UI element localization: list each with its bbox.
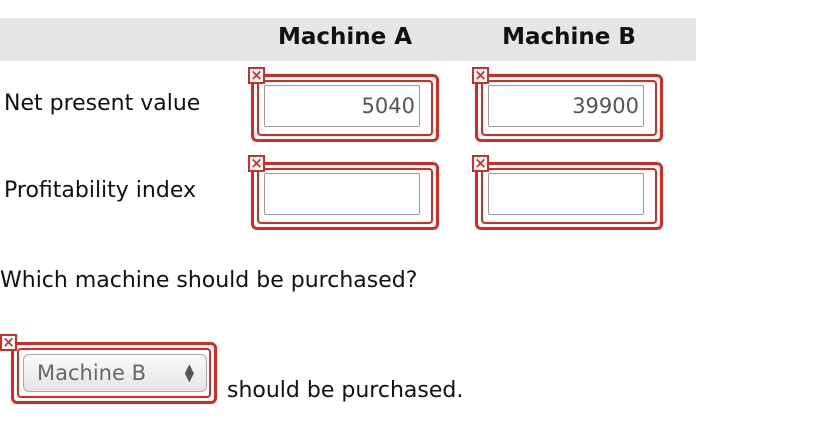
machine-select-value: Machine B	[37, 361, 146, 385]
pi-machine-a-answer-frame	[251, 162, 439, 230]
row-label-profitability-index: Profitability index	[4, 178, 196, 203]
npv-machine-a-answer-frame	[251, 74, 439, 142]
incorrect-icon: ×	[472, 67, 489, 84]
npv-machine-b-answer-frame	[475, 74, 663, 142]
incorrect-icon: ×	[248, 155, 265, 172]
incorrect-icon: ×	[0, 334, 17, 351]
should-be-purchased-text: should be purchased.	[227, 378, 464, 403]
machine-select-answer-frame: Machine B ▲▼	[11, 342, 217, 404]
npv-machine-a-input[interactable]	[264, 85, 420, 127]
incorrect-icon: ×	[248, 67, 265, 84]
question-prompt: Which machine should be purchased?	[0, 268, 418, 293]
column-header-machine-a: Machine A	[277, 24, 413, 50]
npv-machine-b-input[interactable]	[488, 85, 644, 127]
pi-machine-b-input[interactable]	[488, 173, 644, 215]
pi-machine-a-input[interactable]	[264, 173, 420, 215]
select-updown-arrows-icon: ▲▼	[184, 361, 194, 384]
incorrect-icon: ×	[472, 155, 489, 172]
row-label-npv: Net present value	[4, 91, 201, 116]
column-header-machine-b: Machine B	[502, 24, 636, 50]
machine-select[interactable]: Machine B ▲▼	[23, 354, 207, 392]
table-header-band	[0, 18, 696, 61]
pi-machine-b-answer-frame	[475, 162, 663, 230]
